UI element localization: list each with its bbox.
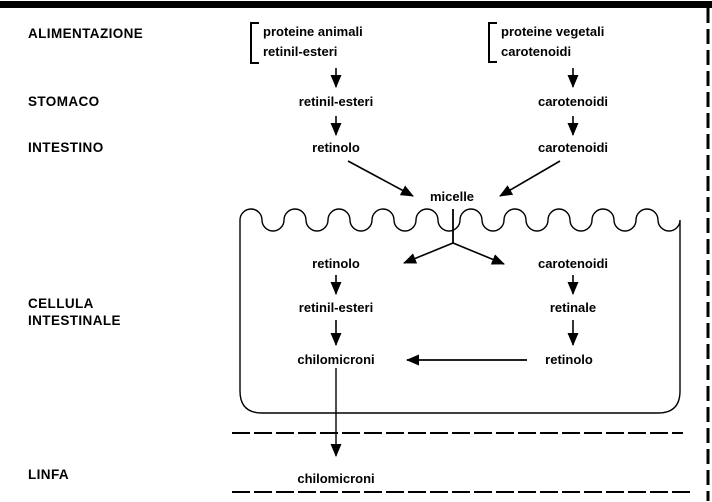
animal-source-line2: retinil-esteri: [263, 44, 338, 59]
intestinal-cell-outline: [239, 208, 681, 414]
node-intestine-carotenoidi: carotenoidi: [537, 140, 609, 155]
stage-label-cellula-intestinale-line2: INTESTINALE: [28, 313, 121, 328]
arrow-micelle-to-cell-carotenoidi: [452, 242, 505, 265]
animal-source-line1: proteine animali: [263, 24, 363, 39]
vegetal-source-line1: proteine vegetali: [501, 24, 605, 39]
node-intestine-retinolo: retinolo: [312, 140, 360, 155]
node-cell-retinolo-final: retinolo: [545, 352, 593, 367]
arrow-micelle-to-cell-retinolo: [403, 242, 454, 264]
bracket-vegetal-source: [488, 22, 497, 63]
node-cell-carotenoidi: carotenoidi: [537, 256, 609, 271]
node-stomach-carotenoidi: carotenoidi: [537, 94, 609, 109]
node-cell-retinil-esteri: retinil-esteri: [298, 300, 374, 315]
node-cell-retinolo: retinolo: [312, 256, 360, 271]
node-stomach-retinil-esteri: retinil-esteri: [298, 94, 374, 109]
bracket-animal-source: [250, 22, 259, 64]
arrow-carotenoidi-to-micelle: [499, 160, 561, 197]
node-cell-retinale: retinale: [549, 300, 597, 315]
node-lymph-chilomicroni: chilomicroni: [297, 471, 375, 486]
stage-label-alimentazione: ALIMENTAZIONE: [28, 26, 144, 41]
vegetal-source-line2: carotenoidi: [501, 44, 572, 59]
stage-label-stomaco: STOMACO: [28, 94, 100, 109]
stage-label-cellula-intestinale-line1: CELLULA: [28, 296, 94, 311]
stage-label-intestino: INTESTINO: [28, 140, 104, 155]
frame-top-border: [0, 1, 712, 8]
arrow-retinolo-to-micelle: [347, 160, 414, 197]
node-micelle: micelle: [429, 189, 475, 204]
node-cell-chilomicroni: chilomicroni: [297, 352, 375, 367]
stage-label-linfa: LINFA: [28, 467, 69, 482]
